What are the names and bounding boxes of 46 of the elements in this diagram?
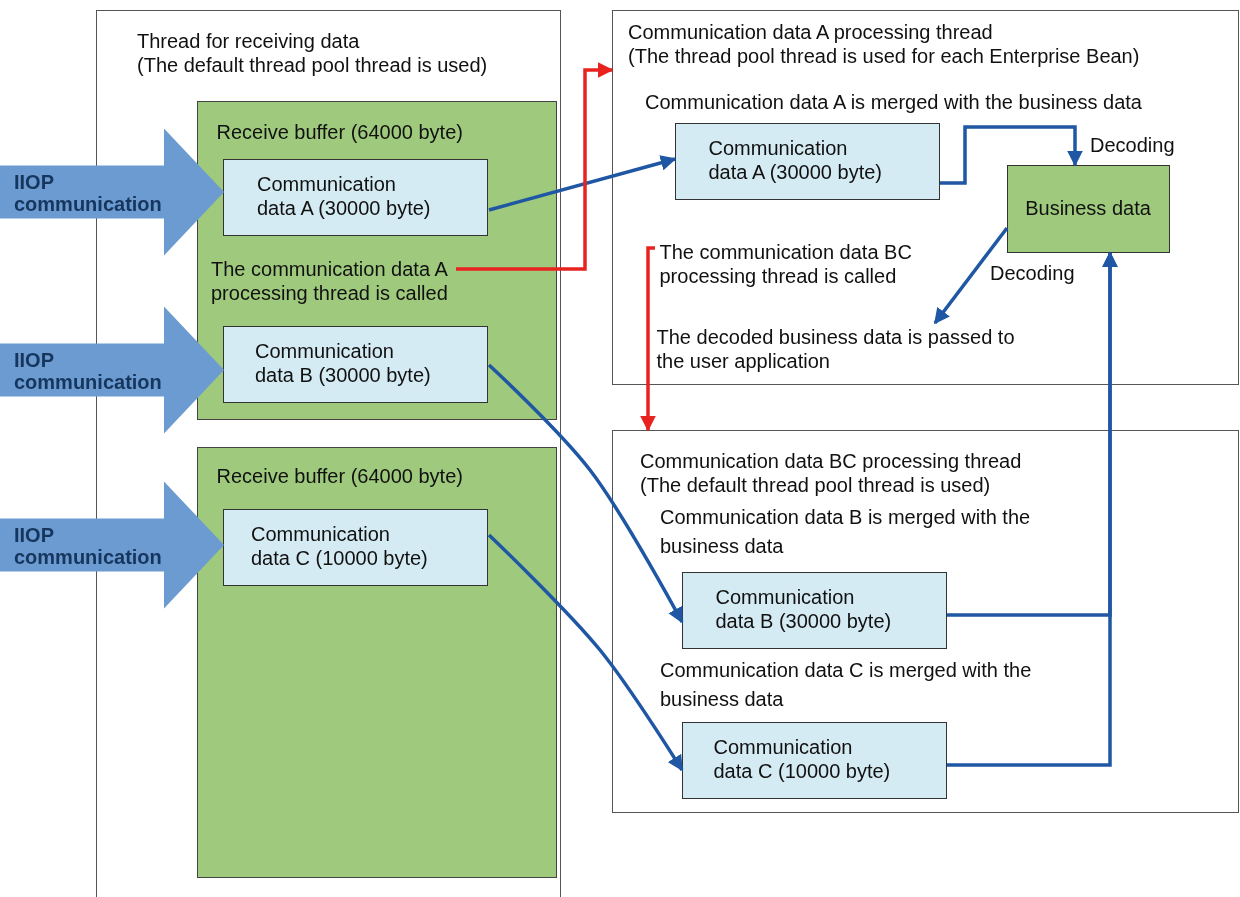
note-text: Communication data A is merged with the business data bbox=[645, 90, 1143, 115]
arrow bbox=[487, 363, 684, 624]
box-text: Communication data A (30000 byte) bbox=[257, 172, 432, 220]
thread-panel bbox=[612, 430, 1239, 813]
note-text: Communication data C is merged with the business data bbox=[660, 658, 1033, 712]
block-arrow bbox=[0, 481, 224, 609]
arrow bbox=[456, 62, 614, 271]
panel-heading: Receive buffer (64000 byte) bbox=[216, 119, 464, 144]
box-text: Communication data C (10000 byte) bbox=[251, 522, 429, 570]
note-text: The communication data A processing thread is called bbox=[211, 257, 449, 305]
panel-subheading: (The thread pool thread is used for each Enterprise Bean) bbox=[628, 44, 1141, 68]
thread-panel bbox=[612, 10, 1239, 385]
data-box bbox=[681, 721, 947, 799]
arrow bbox=[640, 246, 656, 432]
panel-heading: Thread for receiving data bbox=[137, 29, 361, 53]
note-text: The communication data BC processing thread is called bbox=[659, 239, 913, 288]
block-arrow bbox=[0, 128, 224, 256]
box-text: Communication data B (30000 byte) bbox=[255, 339, 432, 387]
data-box bbox=[223, 159, 488, 236]
receive-buffer bbox=[196, 100, 557, 420]
edge-label: IIOP communication bbox=[14, 349, 163, 393]
arrow bbox=[940, 125, 1083, 185]
arrow bbox=[488, 155, 677, 212]
block-arrow bbox=[0, 306, 224, 434]
arrow bbox=[933, 226, 1009, 325]
note-text: The decoded business data is passed to the user application bbox=[656, 324, 1016, 373]
box-text: Communication data C (10000 byte) bbox=[713, 734, 892, 783]
panel-heading: Communication data A processing thread bbox=[628, 20, 994, 44]
data-box bbox=[223, 509, 488, 586]
panel-heading: Receive buffer (64000 byte) bbox=[216, 463, 464, 488]
edge-label: IIOP communication bbox=[14, 171, 163, 215]
box-text: Business data bbox=[1025, 197, 1151, 220]
panel-subheading: (The default thread pool thread is used) bbox=[640, 473, 992, 497]
data-box bbox=[674, 122, 940, 200]
data-box bbox=[681, 571, 947, 649]
panel-heading: Communication data BC processing thread bbox=[640, 449, 1023, 473]
box-text: Communication data B (30000 byte) bbox=[715, 584, 893, 633]
data-box bbox=[223, 326, 488, 403]
arrow bbox=[487, 533, 684, 772]
box-text: Communication data A (30000 byte) bbox=[708, 135, 883, 184]
edge-label: IIOP communication bbox=[14, 524, 163, 568]
business-data-box bbox=[1006, 164, 1170, 253]
arrow bbox=[947, 251, 1118, 767]
note-text: Communication data B is merged with the business data bbox=[660, 505, 1032, 559]
receive-buffer bbox=[196, 446, 557, 878]
panel-subheading: (The default thread pool thread is used) bbox=[137, 53, 489, 77]
